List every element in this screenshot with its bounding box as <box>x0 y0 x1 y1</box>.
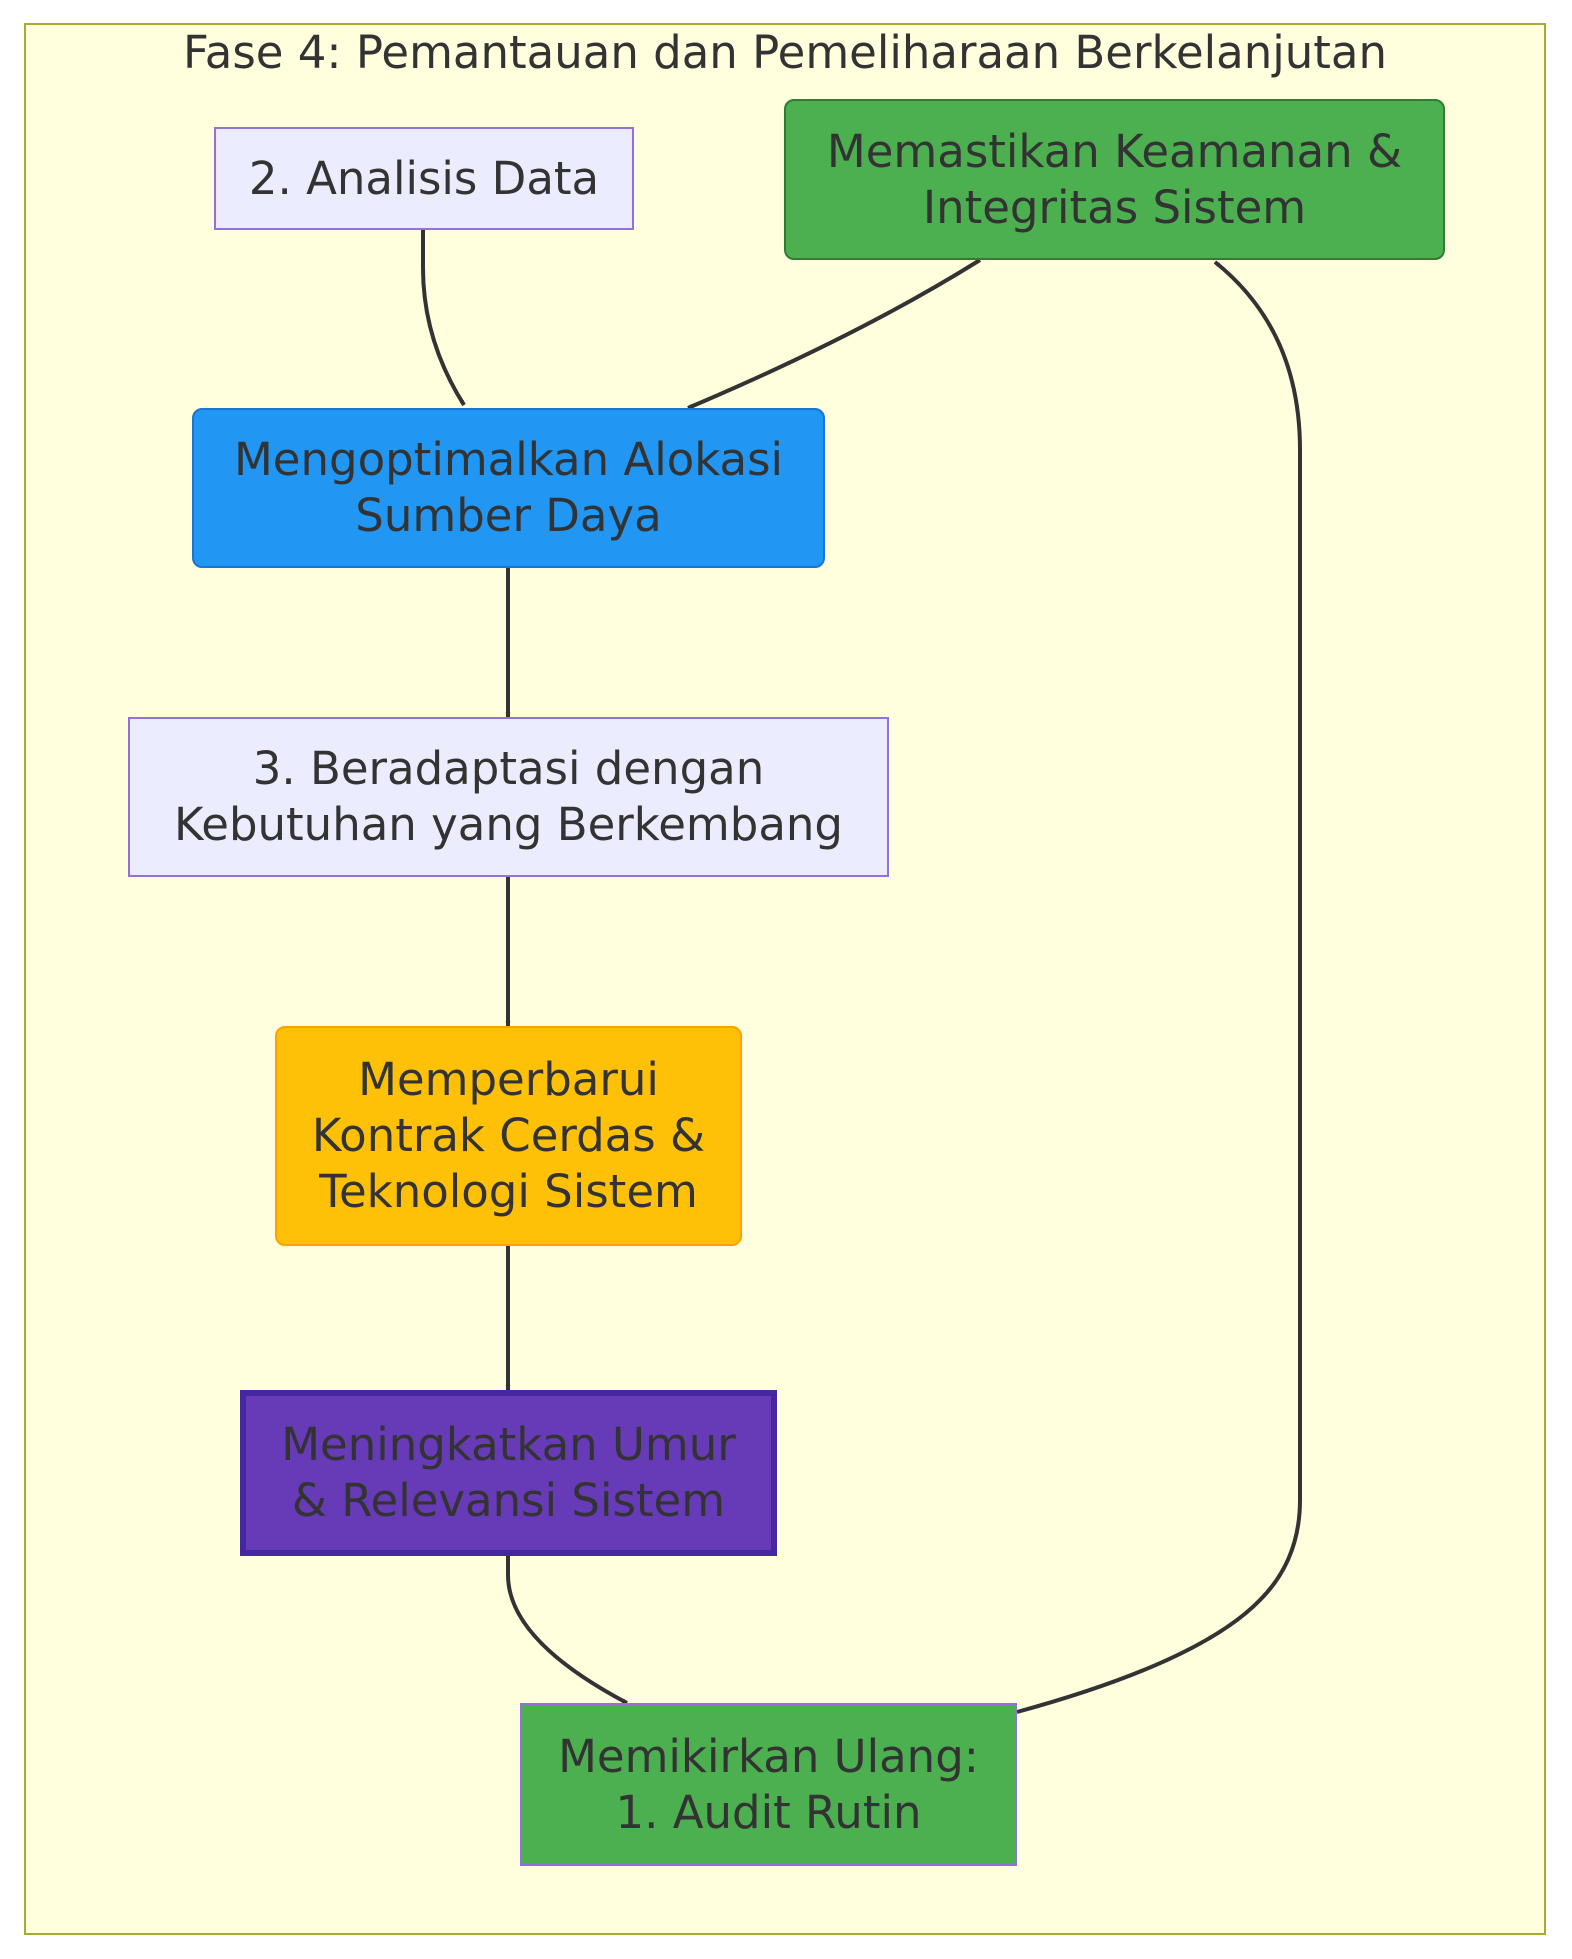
edge-keamanan-to-optimalkan <box>687 258 982 410</box>
node-optimalkan-alokasi: Mengoptimalkan Alokasi Sumber Daya <box>192 408 825 568</box>
node-analisis-data: 2. Analisis Data <box>214 127 634 230</box>
cluster-title: Fase 4: Pemantauan dan Pemeliharaan Berk… <box>183 26 1387 79</box>
phase-cluster <box>24 23 1546 1935</box>
node-meningkatkan-umur: Meningkatkan Umur & Relevansi Sistem <box>240 1390 777 1556</box>
edge-group <box>421 230 1302 1714</box>
edge-analisis-to-optimalkan <box>421 230 466 407</box>
node-memperbarui-kontrak: Memperbarui Kontrak Cerdas & Teknologi S… <box>275 1026 742 1246</box>
edge-audit-to-keamanan <box>1016 260 1302 1714</box>
node-beradaptasi: 3. Beradaptasi dengan Kebutuhan yang Ber… <box>128 717 889 877</box>
node-audit-rutin: Memikirkan Ulang: 1. Audit Rutin <box>520 1703 1017 1866</box>
edge-umur-to-audit <box>506 1556 628 1705</box>
node-keamanan-integritas: Memastikan Keamanan & Integritas Sistem <box>784 99 1445 260</box>
